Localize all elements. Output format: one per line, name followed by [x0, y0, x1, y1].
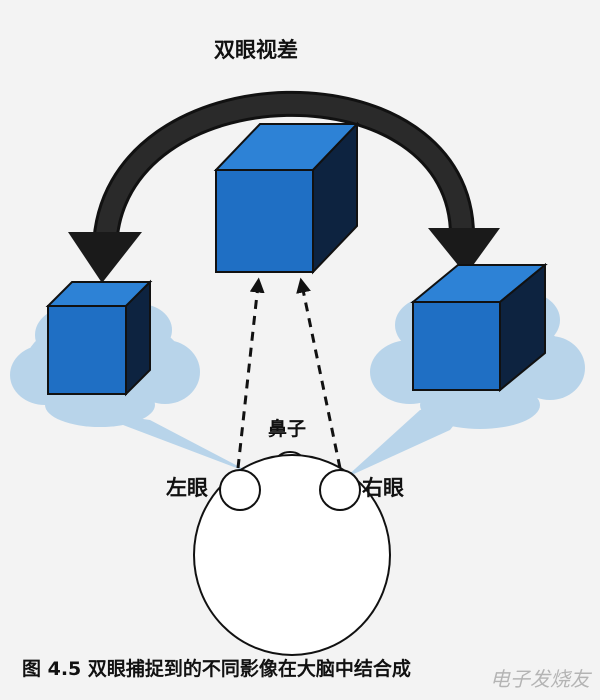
right-arrowhead [428, 228, 500, 275]
left-cube [45, 279, 153, 397]
diagram-title: 双眼视差 [214, 38, 298, 62]
right-sight-line [296, 277, 342, 469]
figure-caption: 图 4.5 双眼捕捉到的不同影像在大脑中结合成 [22, 658, 411, 680]
right-cube [410, 262, 548, 393]
center-cube [213, 121, 360, 275]
left-eye [219, 469, 261, 511]
watermark: 电子发烧友 [490, 667, 590, 691]
sight-lines [236, 277, 342, 469]
head [193, 451, 391, 656]
left-eye-label: 左眼 [166, 476, 208, 500]
disparity-arrow [68, 90, 500, 283]
right-eye [319, 469, 361, 511]
right-eye-label: 右眼 [362, 476, 404, 500]
left-sight-line [236, 277, 265, 469]
left-arrowhead [68, 232, 142, 283]
nose-label: 鼻子 [268, 418, 307, 440]
